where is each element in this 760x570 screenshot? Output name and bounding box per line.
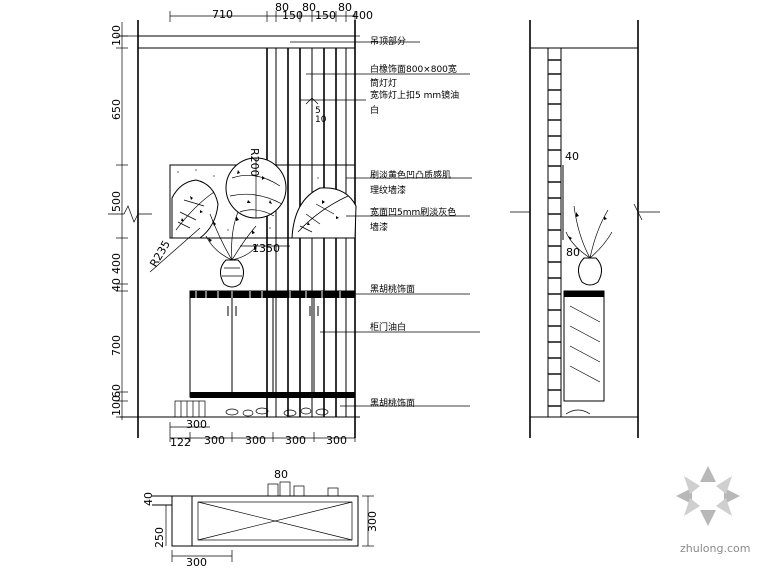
top-dimension-chain: 710 80 150 80 150 80 400 xyxy=(169,1,373,22)
left-dim-7: 60 xyxy=(110,384,123,398)
callout-white: 白 xyxy=(370,104,379,116)
plan-dim-80: 80 xyxy=(274,468,288,481)
inner-width-label: 1350 xyxy=(252,242,280,255)
bottom-dim-1: 300 xyxy=(204,434,225,447)
cabinet-handles xyxy=(227,306,319,316)
top-dim-5: 150 xyxy=(315,9,336,22)
callout-light-cover: 宽饰灯上扣5 mm镜油 xyxy=(370,89,459,101)
left-dim-6: 700 xyxy=(110,335,123,356)
plan-dim-300-right: 300 xyxy=(366,511,379,532)
callout-oak-panel: 白橡饰面800×800宽 xyxy=(370,63,457,75)
left-dim-4: 400 xyxy=(110,253,123,274)
cabinet-top-band xyxy=(190,291,355,298)
watermark-text: zhulong.com xyxy=(680,542,750,555)
callout-texture-paint: 理纹墙漆 xyxy=(370,184,406,196)
top-dim-4: 80 xyxy=(302,1,316,14)
top-dim-6: 80 xyxy=(338,1,352,14)
radius-label-left: R235 xyxy=(147,238,173,269)
leaf-medallion-left xyxy=(171,179,219,239)
plan-dim-250: 250 xyxy=(153,527,166,548)
left-dim-1: 100 xyxy=(110,25,123,46)
inner-small-label-1: 5 xyxy=(315,106,321,116)
callout-wall-paint: 墙漆 xyxy=(370,221,388,233)
top-dim-3: 150 xyxy=(282,9,303,22)
callout-yellow-paint: 刷淡黄色凹凸质感肌 xyxy=(370,169,451,181)
cabinet-bottom-band xyxy=(190,392,355,398)
vase-with-plant xyxy=(205,211,259,288)
top-dim-1: 710 xyxy=(212,8,233,21)
stone-base xyxy=(174,400,329,418)
bottom-dim-3: 300 xyxy=(285,434,306,447)
side-elevation xyxy=(510,20,660,438)
top-dim-7: 400 xyxy=(352,9,373,22)
side-dim-40: 40 xyxy=(565,150,579,163)
left-dim-2: 650 xyxy=(110,99,123,120)
callout-walnut-top: 黑胡桃饰面 xyxy=(370,283,415,295)
bottom-dim-4: 300 xyxy=(326,434,347,447)
inner-small-label-2: 10 xyxy=(315,115,327,125)
left-dim-5: 40 xyxy=(110,278,123,292)
left-dimension-chain: 100 650 500 400 40 700 60 100 xyxy=(110,22,128,420)
leader-lines xyxy=(290,41,480,407)
callout-walnut-base: 黑胡桃饰面 xyxy=(370,397,415,409)
left-dim-8: 100 xyxy=(110,395,123,416)
watermark-logo xyxy=(676,466,740,526)
plan-dim-40: 40 xyxy=(142,492,155,506)
leaf-medallion-right xyxy=(291,187,357,239)
left-dim-3: 500 xyxy=(110,191,123,212)
leaf-medallion-top xyxy=(225,157,287,219)
side-dim-80: 80 xyxy=(566,246,580,259)
bottom-dim-stone: 300 xyxy=(186,418,207,431)
callout-grey-paint: 宽面凹5mm刷淡灰色 xyxy=(370,206,456,218)
plan-view xyxy=(152,481,374,562)
callout-cabinet-door: 柜门油白 xyxy=(370,321,406,333)
radius-label-top: R200 xyxy=(248,148,261,177)
cabinet-top-band-pattern xyxy=(195,291,341,298)
bottom-dim-2: 300 xyxy=(245,434,266,447)
callout-downlight: 筒灯灯 xyxy=(370,77,397,89)
bottom-dimension-chain: 300 122 300 300 300 300 xyxy=(169,418,356,449)
bottom-dim-offset: 122 xyxy=(170,436,191,449)
plan-dim-300-bottom: 300 xyxy=(186,556,207,569)
break-mark-left xyxy=(108,205,152,223)
callout-ceiling: 吊顶部分 xyxy=(370,35,406,47)
top-dim-2: 80 xyxy=(275,1,289,14)
